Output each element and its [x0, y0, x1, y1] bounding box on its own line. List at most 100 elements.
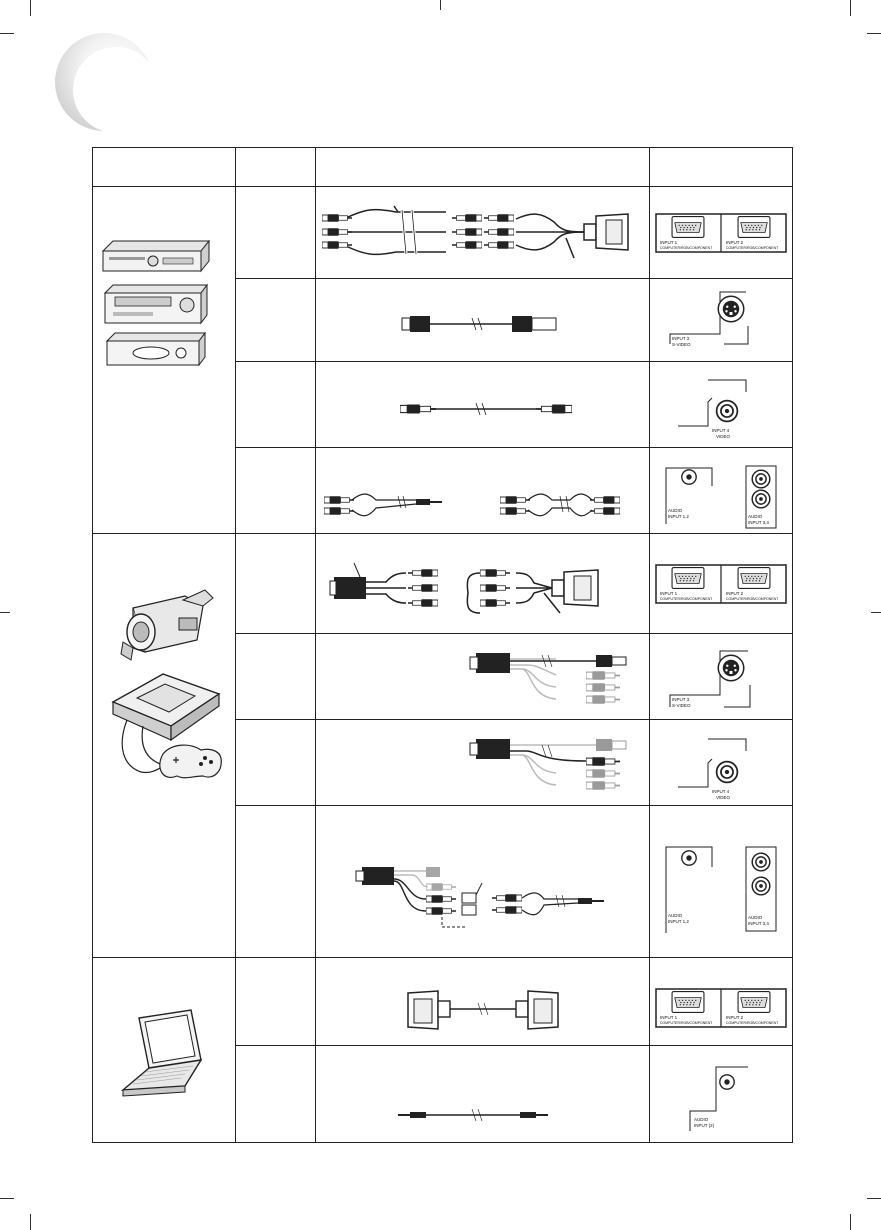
input1-sub-label: COMPUTER/RGB/COMPONENT [660, 246, 713, 250]
table-row: INPUT 1 INPUT 2 COMPUTER/RGB/COMPONENT C… [92, 533, 793, 958]
audio-input12-label-2: INPUT 1,2 [668, 919, 689, 924]
input1-input2-terminal-icon-2: INPUT 1 INPUT 2 COMPUTER/RGB/COMPONENT C… [655, 563, 787, 604]
camcorder-icon [120, 588, 214, 661]
audio-terminals-icon-2: AUDIO INPUT 1,2 AUDIO INPUT 3,4 [665, 846, 777, 933]
cable-cell-video [315, 360, 650, 448]
input1-label-2: INPUT 1 [660, 591, 678, 596]
input3-label-2: INPUT 3 [672, 697, 690, 702]
input2-sub-label-3: COMPUTER/RGB/COMPONENT [726, 1021, 779, 1025]
signal-cell [235, 805, 316, 958]
terminal-cell-input12-3: INPUT 1 INPUT 2 COMPUTER/RGB/COMPONENT C… [649, 956, 793, 1047]
equipment-cell-video [92, 186, 236, 534]
input1-label: INPUT 1 [660, 240, 678, 245]
input2-label-3: INPUT 2 [726, 1015, 744, 1020]
component-adapter-to-vga-cable-icon [329, 562, 599, 614]
terminal-cell-input3-2: INPUT 3 S-VIDEO [649, 633, 793, 720]
table-row: AUDIO INPUT (2) [93, 1045, 793, 1143]
crop-mark-top-left-v [30, 0, 31, 16]
crop-mark-bottom-left [0, 1198, 14, 1199]
terminal-cell-input4-2: INPUT 4 VIDEO [649, 719, 793, 806]
crop-mark-bottom-left-v [30, 1214, 31, 1230]
table-row: INPUT 1 INPUT 2 COMPUTER/RGB/COMPONENT C… [92, 956, 793, 1143]
header-signal [235, 147, 316, 187]
signal-cell [235, 446, 316, 535]
input4-video-terminal-icon-2: INPUT 4 VIDEO [678, 738, 747, 800]
cable-cell-audio-mini [315, 1045, 650, 1143]
cable-cell-component [315, 185, 650, 280]
signal-cell [235, 956, 316, 1047]
av-cable-video-highlight-icon [469, 738, 627, 790]
signal-cell [235, 719, 316, 806]
rgb-vga-cable-icon [407, 989, 559, 1030]
equipment-cell-camcorder-game [92, 533, 236, 958]
input4-video-terminal-icon: INPUT 4 VIDEO [678, 379, 747, 439]
table-row: AUDIO INPUT 1,2 AUDIO INPUT 3,4 [93, 805, 793, 958]
cable-cell-av-audio [315, 805, 650, 958]
terminal-cell-audio-2: AUDIO INPUT 1,2 AUDIO INPUT 3,4 [649, 805, 793, 958]
game-console-icon [111, 672, 222, 778]
video-label: VIDEO [716, 434, 731, 439]
table-row: INPUT 1 INPUT 2 COMPUTER/RGB/COMPONENT C… [92, 185, 793, 534]
audio-input2-label: INPUT (2) [694, 1123, 715, 1128]
audio-input34-label-2: INPUT 3,4 [748, 921, 769, 926]
connection-table: INPUT 1 INPUT 2 COMPUTER/RGB/COMPONENT C… [92, 147, 793, 1143]
cable-cell-rgb [315, 956, 650, 1047]
audio-label-1: AUDIO [668, 508, 683, 513]
camcorder-game-illustration [111, 588, 222, 778]
signal-cell [235, 633, 316, 720]
component-to-vga-cable-icon [322, 205, 629, 258]
signal-cell [235, 278, 316, 362]
composite-video-cable-icon [400, 402, 572, 416]
av-cable-audio-adapter-icon [355, 866, 604, 927]
signal-cell [235, 533, 316, 634]
input3-label: INPUT 3 [672, 336, 690, 341]
terminal-cell-audio: AUDIO INPUT 1,2 AUDIO INPUT 3,4 [649, 446, 793, 535]
cable-cell-svideo [315, 278, 650, 362]
cable-cell-component-2 [315, 533, 650, 634]
crop-mark-top-left [0, 33, 14, 34]
av-cable-svideo-highlight-icon [469, 652, 627, 704]
table-row: INPUT 3 S-VIDEO [93, 278, 793, 362]
audio-label-3: AUDIO [668, 913, 683, 918]
table-row: INPUT 4 VIDEO [93, 719, 793, 806]
cable-cell-av-svideo [315, 633, 650, 720]
input4-label-2: INPUT 4 [712, 789, 730, 794]
cable-cell-av-video [315, 719, 650, 806]
input4-label: INPUT 4 [712, 428, 730, 433]
section-circle-decoration [55, 33, 159, 133]
table-header-row [92, 147, 793, 187]
input1-input2-terminal-icon-3: INPUT 1 INPUT 2 COMPUTER/RGB/COMPONENT C… [655, 987, 787, 1028]
audio-mini-jack-cable-icon [398, 1109, 548, 1122]
audio-label-2: AUDIO [748, 514, 763, 519]
svideo-label: S-VIDEO [672, 342, 691, 347]
terminal-cell-audio-input2: AUDIO INPUT (2) [649, 1045, 793, 1143]
header-equipment [92, 147, 236, 187]
signal-cell [235, 360, 316, 448]
laptop-icon [120, 1009, 203, 1097]
input2-label-2: INPUT 2 [726, 591, 744, 596]
input3-svideo-terminal-icon-2: INPUT 3 S-VIDEO [669, 650, 751, 708]
crop-mark-top-right-v [850, 0, 851, 16]
input2-sub-label-2: COMPUTER/RGB/COMPONENT [726, 597, 779, 601]
svideo-cable-icon [401, 315, 557, 332]
svideo-label-2: S-VIDEO [672, 703, 691, 708]
video-label-2: VIDEO [716, 795, 731, 800]
set-top-box-icon [105, 331, 206, 367]
crop-mark-top-center [440, 0, 441, 10]
input1-label-3: INPUT 1 [660, 1015, 678, 1020]
audio-label-4: AUDIO [748, 915, 763, 920]
crop-mark-bottom-right-v [850, 1214, 851, 1230]
cable-cell-audio [315, 446, 650, 535]
video-equipment-illustration [101, 239, 211, 367]
crop-mark-mid-right [871, 612, 881, 613]
table-row: INPUT 4 VIDEO [93, 360, 793, 448]
input2-sub-label: COMPUTER/RGB/COMPONENT [726, 246, 779, 250]
computer-illustration [120, 1009, 203, 1097]
vcr-icon [103, 283, 208, 325]
audio-terminals-icon: AUDIO INPUT 1,2 AUDIO INPUT 3,4 [665, 465, 777, 529]
crop-mark-bottom-right [867, 1198, 881, 1199]
table-row: AUDIO INPUT 1,2 AUDIO INPUT 3,4 [93, 446, 793, 535]
audio-cables-icon [324, 493, 620, 517]
audio-input12-label: INPUT 1,2 [668, 514, 689, 519]
signal-cell [235, 1045, 316, 1143]
